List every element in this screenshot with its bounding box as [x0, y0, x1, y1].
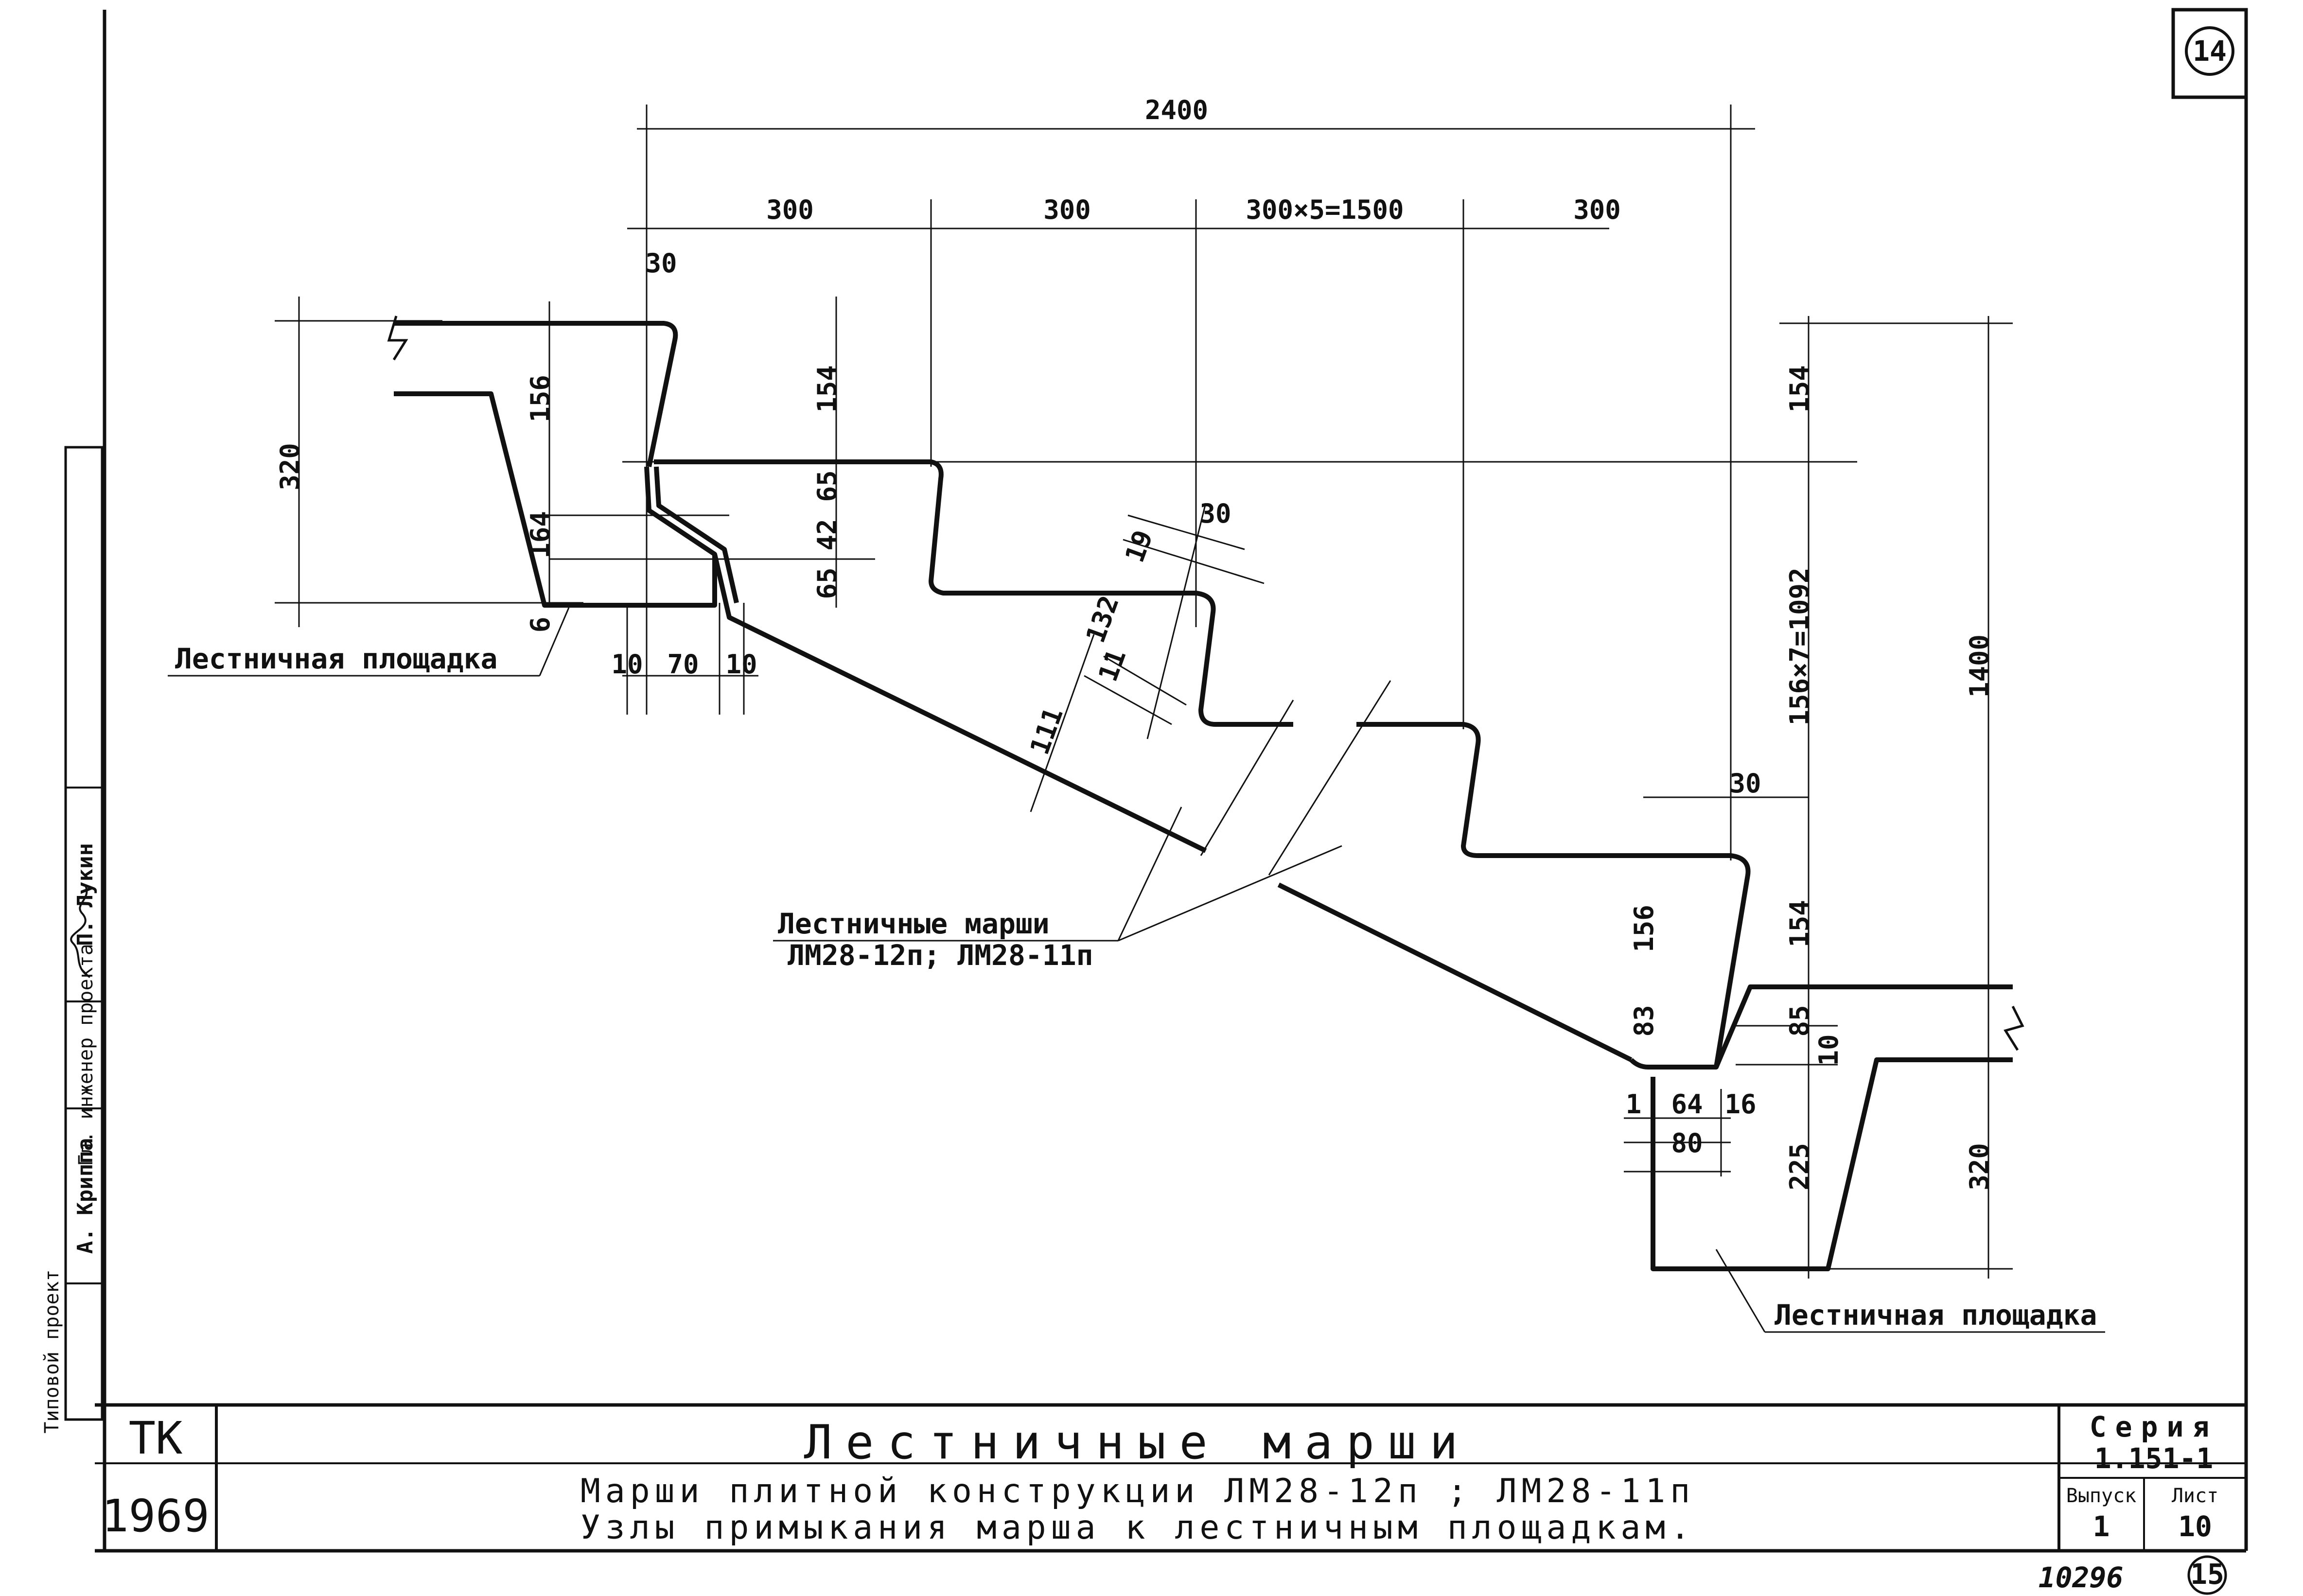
issue-label: Выпуск	[2066, 1485, 2137, 1507]
title-subtitle-line1: Марши плитной конструкции ЛМ28-12п ; ЛМ2…	[580, 1472, 1695, 1510]
stamp-role: Гл. инженер проекта	[75, 944, 97, 1166]
dim-top-65b: 65	[812, 567, 843, 599]
title-year: 1969	[102, 1490, 210, 1542]
dim-tread-last: 300	[1573, 194, 1621, 225]
left-stamp: П. Лукин Гл. инженер проекта А. Криппа Т…	[41, 446, 104, 1434]
dim-top-320: 320	[275, 443, 305, 491]
sheet-number-top: 14	[2193, 35, 2227, 68]
dim-bottom-16: 16	[1724, 1089, 1756, 1120]
dim-top-70: 70	[667, 649, 699, 680]
construction-lines	[168, 105, 2105, 1333]
dim-bottom-225: 225	[1784, 1143, 1815, 1191]
label-flights-line2: ЛМ28-12п; ЛМ28-11п	[788, 939, 1093, 972]
sheet-number-bottom: 15	[2190, 1558, 2224, 1591]
dim-bottom-10: 10	[1813, 1034, 1844, 1066]
dim-bottom-1: 1	[1626, 1089, 1642, 1120]
dim-right-total-rise: 156×7=1092	[1784, 567, 1815, 725]
dim-bottom-30: 30	[1729, 768, 1761, 799]
dim-mid-11: 11	[1092, 645, 1132, 685]
series-value: 1.151-1	[2094, 1442, 2213, 1475]
title-block	[95, 1403, 2246, 1553]
title-main: Лестничные марши	[804, 1415, 1472, 1470]
sheet-label: Лист	[2172, 1485, 2218, 1507]
signature	[70, 884, 91, 978]
stamp-margin-note: Типовой проект	[41, 1269, 63, 1433]
label-landing-top: Лестничная площадка	[175, 642, 497, 675]
stair-outline	[394, 321, 2013, 1271]
series-label: Серия	[2090, 1410, 2218, 1443]
dim-tread-middle: 300×5=1500	[1246, 194, 1404, 225]
dim-bottom-85: 85	[1784, 1005, 1815, 1036]
dim-right-154-top: 154	[1784, 365, 1815, 413]
title-org: ТК	[129, 1412, 183, 1464]
dim-top-42: 42	[812, 519, 843, 550]
sheet-value: 10	[2178, 1510, 2212, 1543]
dim-mid-132: 132	[1080, 592, 1125, 647]
dim-tread-2: 300	[1043, 194, 1091, 225]
dim-bottom-83: 83	[1629, 1005, 1659, 1036]
dim-mid-111: 111	[1024, 703, 1069, 758]
dim-top-10b: 10	[725, 649, 757, 680]
dim-bottom-64: 64	[1671, 1089, 1703, 1120]
break-marks	[387, 316, 2024, 1051]
stamp-author: А. Криппа	[73, 1138, 98, 1254]
sheet-number-bottom-circle	[2187, 1555, 2227, 1595]
dim-overall-width: 2400	[1145, 95, 1208, 125]
issue-value: 1	[2093, 1510, 2110, 1543]
archive-number: 10296	[2039, 1561, 2124, 1594]
label-flights-line1: Лестничные марши	[778, 907, 1050, 940]
dim-top-rise: 156	[525, 375, 556, 422]
dim-top-164: 164	[525, 511, 556, 559]
dim-top-65a: 65	[812, 470, 843, 502]
dim-top-10a: 10	[611, 649, 643, 680]
dim-right-1400: 1400	[1964, 634, 1995, 698]
dim-bottom-154: 154	[1784, 900, 1815, 947]
dim-mid-30: 30	[1199, 498, 1231, 529]
dim-top-6: 6	[525, 617, 556, 633]
dim-mid-19: 19	[1119, 526, 1159, 566]
labels: Лестничная площадка Лестничные марши ЛМ2…	[175, 642, 2097, 1332]
dim-tread-1: 300	[766, 194, 814, 225]
title-subtitle-line2: Узлы примыкания марша к лестничным площа…	[580, 1508, 1695, 1547]
dim-bottom-80: 80	[1671, 1128, 1703, 1158]
dim-bottom-156: 156	[1629, 905, 1659, 952]
dim-top-gap: 30	[645, 248, 677, 279]
dim-bottom-320: 320	[1964, 1143, 1995, 1191]
label-landing-bottom: Лестничная площадка	[1775, 1298, 2097, 1332]
dim-top-upper: 154	[812, 365, 843, 413]
